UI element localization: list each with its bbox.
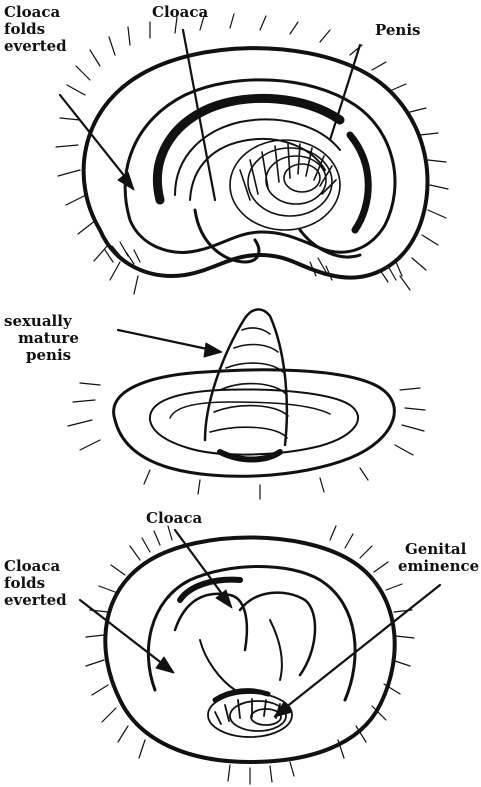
arrow-cloaca-folds-everted-bottom: [80, 600, 168, 668]
top-cloaca-figure: [56, 14, 448, 294]
label-sexually-mature-penis-line1: sexually: [4, 313, 72, 330]
arrow-genital-eminence: [280, 585, 440, 712]
label-cloaca-bottom: Cloaca: [146, 510, 202, 527]
label-cloaca-folds-everted-bottom-line1: Cloaca: [4, 558, 60, 575]
label-cloaca-top: Cloaca: [152, 4, 208, 21]
label-genital-eminence-line2: eminence: [398, 558, 479, 575]
label-sexually-mature-penis-line2: mature: [18, 330, 79, 347]
label-cloaca-folds-everted-top-line1: Cloaca: [4, 4, 60, 21]
arrow-cloaca-folds-everted-top: [60, 95, 130, 183]
middle-penis-ridges: [210, 328, 288, 438]
label-cloaca-folds-everted-bottom-line2: folds: [4, 575, 45, 592]
label-cloaca-folds-everted-top-line3: everted: [4, 38, 67, 55]
label-cloaca-folds-everted-bottom-line3: everted: [4, 592, 67, 609]
middle-penis-figure: [68, 309, 425, 499]
bottom-cloaca-figure: [80, 526, 440, 784]
label-sexually-mature-penis-line3: penis: [26, 347, 71, 364]
label-genital-eminence-line1: Genital: [405, 541, 466, 558]
bottom-rim-hatching: [86, 526, 414, 784]
top-penis-spiral: [230, 140, 340, 230]
label-penis-top: Penis: [375, 22, 420, 39]
label-cloaca-folds-everted-top-line2: folds: [4, 21, 45, 38]
arrow-sexually-mature-penis: [118, 330, 212, 350]
middle-hatching: [68, 383, 425, 499]
